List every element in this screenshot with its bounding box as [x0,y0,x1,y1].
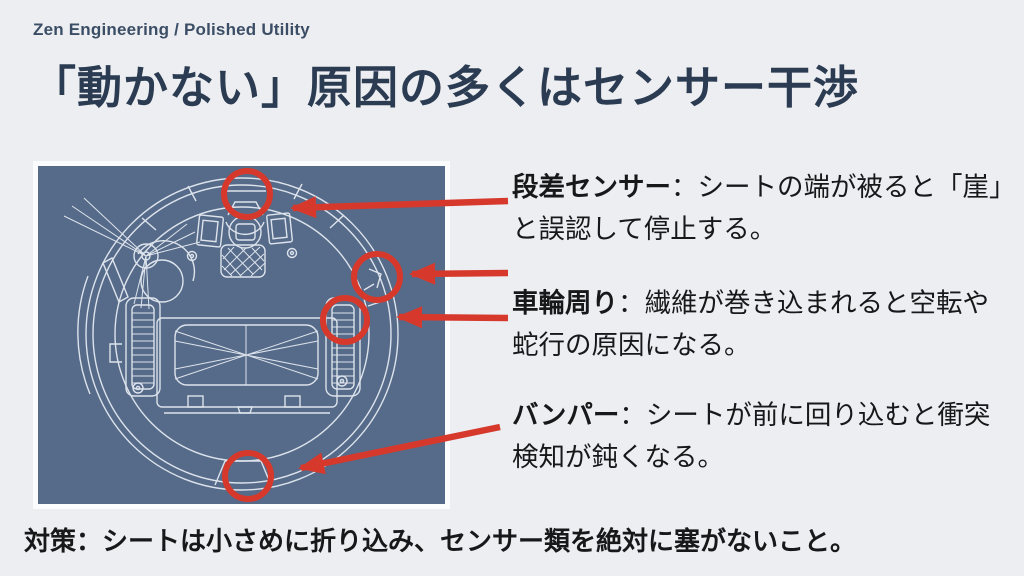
countermeasure-label: 対策 [24,526,77,556]
eyebrow-brand-label: Zen Engineering / Polished Utility [33,20,310,39]
drive-wheel-left [109,297,161,397]
callout-line: 段差センサー：シートの端が被ると「崖」 [512,166,1022,208]
drive-wheel-right [325,283,381,397]
robot-vacuum-blueprint-svg [63,177,399,491]
filter-grille [220,244,266,278]
side-brush [63,197,201,310]
robot-vacuum-underside-illustration [38,166,445,504]
callout-label: バンパー [512,400,620,430]
callout-text: ：シートの端が被ると「崖」 [671,172,1016,202]
slide-title: 「動かない」原因の多くはセンサー干渉 [31,62,860,113]
screws [132,247,348,394]
countermeasure-note: 対策：シートは小さめに折り込み、センサー類を絶対に塞がないこと。 [24,521,1014,561]
callout-line: 車輪周り：繊維が巻き込まれると空転や [512,282,1022,324]
front-sensor-squares [195,212,294,248]
callout-text: ：繊維が巻き込まれると空転や [618,288,989,318]
callout-line: と誤認して停止する。 [512,214,777,244]
callout-line: 蛇行の原因になる。 [512,330,751,360]
cliff-sensor-and-caster [225,201,265,249]
callout-cliff-sensor: 段差センサー：シートの端が被ると「崖」 と誤認して停止する。 [512,166,1022,250]
figure-panel [33,161,450,509]
callout-label: 段差センサー [512,172,671,202]
main-brush-assembly [156,317,338,414]
callout-label: 車輪周り [512,288,618,318]
callout-line: 検知が鈍くなる。 [512,442,724,472]
callout-line: バンパー：シートが前に回り込むと衝突 [512,394,1022,436]
callout-wheel: 車輪周り：繊維が巻き込まれると空転や 蛇行の原因になる。 [512,282,1022,366]
countermeasure-text: ：シートは小さめに折り込み、センサー類を絶対に塞がないこと。 [76,526,857,556]
callout-bumper: バンパー：シートが前に回り込むと衝突 検知が鈍くなる。 [512,394,1022,478]
callout-text: ：シートが前に回り込むと衝突 [619,400,991,430]
